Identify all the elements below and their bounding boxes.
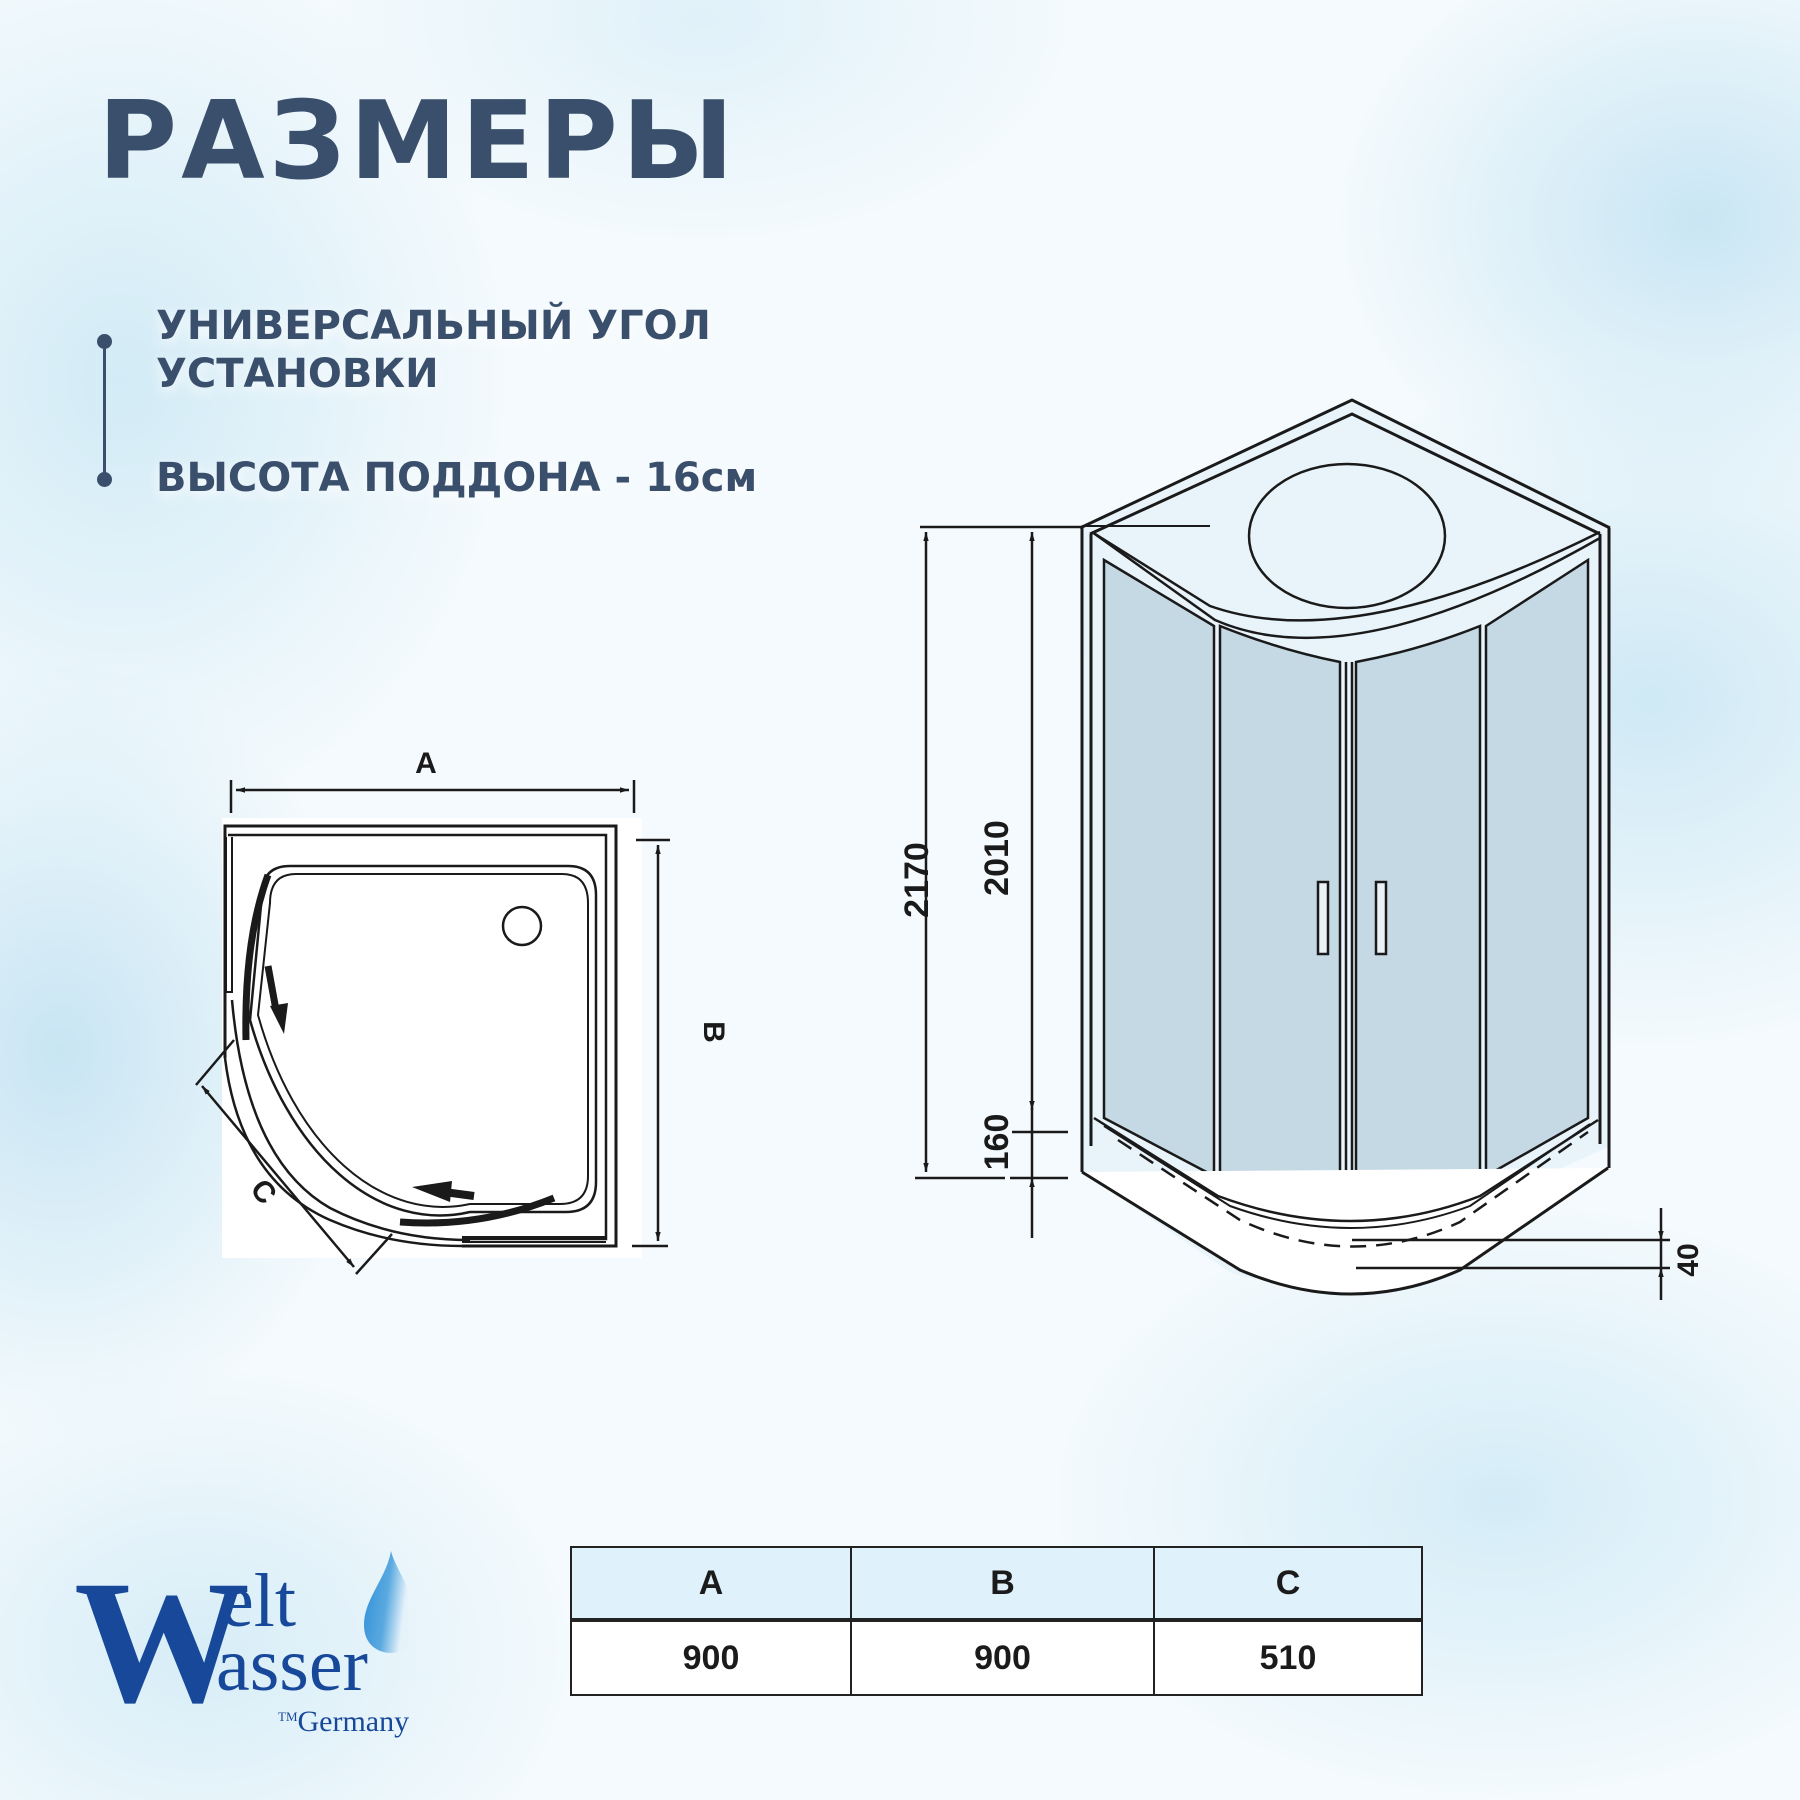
logo-initial: W — [74, 1545, 250, 1740]
header-a: A — [570, 1546, 852, 1622]
door-handle-icon — [1374, 880, 1388, 956]
logo-tagline: TMGermany — [278, 1705, 410, 1738]
bullet-dot-icon — [97, 472, 112, 487]
door-handle-icon — [1316, 880, 1330, 956]
water-drop-icon — [364, 1551, 408, 1653]
page-title: РАЗМЕРЫ — [98, 79, 738, 204]
value-a: 900 — [570, 1619, 852, 1696]
elevation-view — [915, 398, 1670, 1300]
feature-list: УНИВЕРСАЛЬНЫЙ УГОЛ УСТАНОВКИ ВЫСОТА ПОДД… — [94, 300, 894, 501]
door-slide-arrow-icon — [264, 965, 280, 1011]
feature-universal-corner: УНИВЕРСАЛЬНЫЙ УГОЛ УСТАНОВКИ — [156, 303, 711, 397]
dim-tray-height: 160 — [978, 1114, 1016, 1171]
table-header-row: A B C — [570, 1546, 1423, 1622]
label-a: A — [415, 747, 437, 780]
dimension-table: A B C 900 900 510 — [570, 1546, 1423, 1696]
dim-total-height: 2170 — [898, 842, 936, 918]
value-b: 900 — [850, 1619, 1155, 1696]
feature-tray-height: ВЫСОТА ПОДДОНА - 16см — [156, 455, 758, 501]
brand-logo: W elt asser TMGermany — [70, 1535, 470, 1745]
bullet-dot-icon — [97, 334, 112, 349]
label-b: B — [697, 1021, 730, 1043]
timeline-rail — [103, 342, 106, 478]
logo-line1: elt — [220, 1559, 296, 1643]
value-c: 510 — [1153, 1619, 1423, 1696]
dim-door-height: 2010 — [978, 820, 1016, 896]
plan-view — [195, 780, 670, 1275]
drain-icon — [501, 905, 543, 947]
dim-tray-depth: 40 — [1672, 1243, 1705, 1276]
header-b: B — [850, 1546, 1155, 1622]
table-row: 900 900 510 — [570, 1619, 1423, 1696]
header-c: C — [1153, 1546, 1423, 1622]
logo-line2: asser — [216, 1623, 368, 1707]
